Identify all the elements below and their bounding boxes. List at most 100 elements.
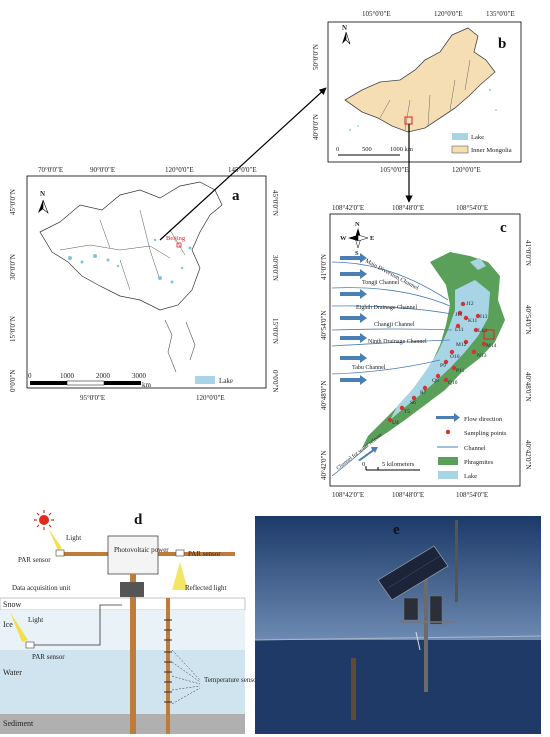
svg-text:Q10: Q10 (448, 380, 458, 386)
d-temp-label-1: Temperature sensor (204, 676, 260, 684)
point-I13 (475, 313, 481, 319)
beijing-marker (176, 242, 182, 248)
b-legend-region-swatch (451, 145, 469, 154)
point-P9 (443, 359, 449, 365)
province-borders (59, 209, 186, 291)
a-lat-tick: 45°0'0"N (9, 189, 17, 215)
c-sampling-points (387, 301, 487, 423)
par-sensor-left (55, 549, 65, 557)
b-lon-tick: 135°0'0"E (486, 10, 515, 18)
a-lon-tick: 70°0'0"E (38, 166, 63, 174)
c-compass-s: S (355, 250, 359, 257)
d-daq-label: Data acquisition unit (12, 584, 70, 592)
panel-d: Snow Ice Water Sediment Light PAR sensor… (0, 510, 260, 734)
svg-text:N13: N13 (477, 353, 487, 359)
svg-text:R7: R7 (420, 390, 427, 396)
point-R7 (422, 385, 428, 391)
c-flow-arrows (340, 253, 378, 461)
d-par-sensor-left: PAR sensor (18, 556, 51, 564)
d-par-sensor-right: PAR sensor (188, 550, 221, 558)
c-channel-tongji: Tongji Channel (362, 280, 399, 286)
layer-sediment-label: Sediment (3, 719, 34, 728)
point-K11 (463, 315, 469, 321)
photo-antenna (455, 520, 458, 602)
svg-text:K11: K11 (468, 318, 478, 324)
b-legend-region: Inner Mongolia (471, 147, 512, 154)
c-lon-tick: 108°42'0"E (332, 204, 364, 212)
a-scale-3000: 3000 (132, 372, 147, 380)
label-b: b (498, 36, 506, 52)
c-channels (331, 261, 453, 477)
svg-text:Q8: Q8 (432, 378, 439, 384)
c-highlight-box (483, 329, 495, 340)
svg-text:M14: M14 (486, 343, 497, 349)
d-pv-label-1: Photovoltaic power (114, 546, 169, 554)
light-beam-top (48, 528, 62, 550)
point-O10 (449, 349, 455, 355)
china-lakes (68, 238, 192, 284)
b-borders (379, 59, 471, 131)
point-P11 (451, 365, 457, 371)
svg-text:Channel: Channel (464, 445, 486, 452)
a-scale-1000: 1000 (60, 372, 75, 380)
a-lat-tick-right: 0°0'0"N (271, 370, 279, 392)
a-lat-tick: 0°0'0"N (9, 370, 17, 392)
b-north-label: N (342, 24, 347, 32)
par-sensor-ice (25, 641, 35, 649)
panel-b: 105°0'0"E 120°0'0"E 135°0'0"E 105°0'0"E … (312, 10, 522, 174)
a-lat-tick-right: 45°0'0"N (271, 190, 279, 216)
label-c: c (500, 220, 507, 236)
d-reflected-label: Reflected light (185, 584, 226, 592)
c-lat-tick: 40°42'0"N (320, 451, 328, 480)
point-L11 (455, 323, 461, 329)
svg-text:P11: P11 (456, 368, 465, 374)
daq-box (120, 582, 144, 597)
c-scale-bar (365, 466, 420, 471)
svg-text:T5: T5 (404, 409, 410, 415)
b-lon-tick-bottom: 120°0'0"E (452, 166, 481, 174)
panel-e: e (254, 516, 542, 734)
a-lat-tick: 15°0'0"N (9, 316, 17, 342)
b-legend-lake-swatch (452, 133, 468, 140)
layer-water (0, 650, 245, 714)
lake-north (470, 258, 486, 270)
c-legend: Flow direction Sampling points Channel P… (436, 413, 507, 480)
c-scale-zero: 0 (362, 461, 365, 468)
point-N13 (471, 349, 477, 355)
c-channel-eighth: Eighth Drainage Channel (356, 305, 417, 311)
c-lat-tick: 40°48'0"N (320, 381, 328, 410)
panel-a: 70°0'0"E 90°0'0"E 120°0'0"E 145°0'0"E 95… (9, 166, 279, 402)
point-M12 (463, 339, 469, 345)
c-compass-w: W (340, 235, 347, 242)
a-scale-2000: 2000 (96, 372, 111, 380)
c-lat-tick: 40°54'0"N (320, 311, 328, 340)
label-d: d (134, 512, 143, 528)
b-scale-0: 0 (336, 146, 339, 153)
temp-callout-lines (171, 649, 201, 705)
photo-ice-surface (255, 640, 541, 734)
light-beam-ice (10, 612, 28, 642)
point-U4 (387, 417, 393, 423)
a-legend-lake: Lake (219, 377, 233, 385)
par-sensor-right (175, 549, 185, 557)
svg-text:L13: L13 (478, 328, 487, 334)
north-arrow-icon (38, 199, 49, 214)
c-lat-tick: 41°0'0"N (320, 254, 328, 280)
point-Q10 (443, 377, 449, 383)
a-lon-tick-bottom: 95°0'0"E (80, 394, 105, 402)
svg-text:P9: P9 (440, 363, 446, 369)
svg-text:M12: M12 (456, 342, 467, 348)
b-scale-1000: 1000 km (390, 146, 413, 153)
c-lon-tick-bottom: 108°42'0"E (332, 491, 364, 499)
a-lat-tick-right: 30°0'0"N (271, 255, 279, 281)
ice-sensor-cable (34, 604, 122, 646)
temperature-sensor-ticks (164, 619, 172, 703)
lake-water (390, 280, 490, 420)
svg-text:U4: U4 (392, 420, 399, 426)
photo-post (351, 658, 356, 720)
b-lon-tick: 120°0'0"E (434, 10, 463, 18)
d-light-label: Light (66, 534, 81, 542)
c-compass-e: E (370, 235, 374, 242)
b-lakes (348, 88, 497, 132)
